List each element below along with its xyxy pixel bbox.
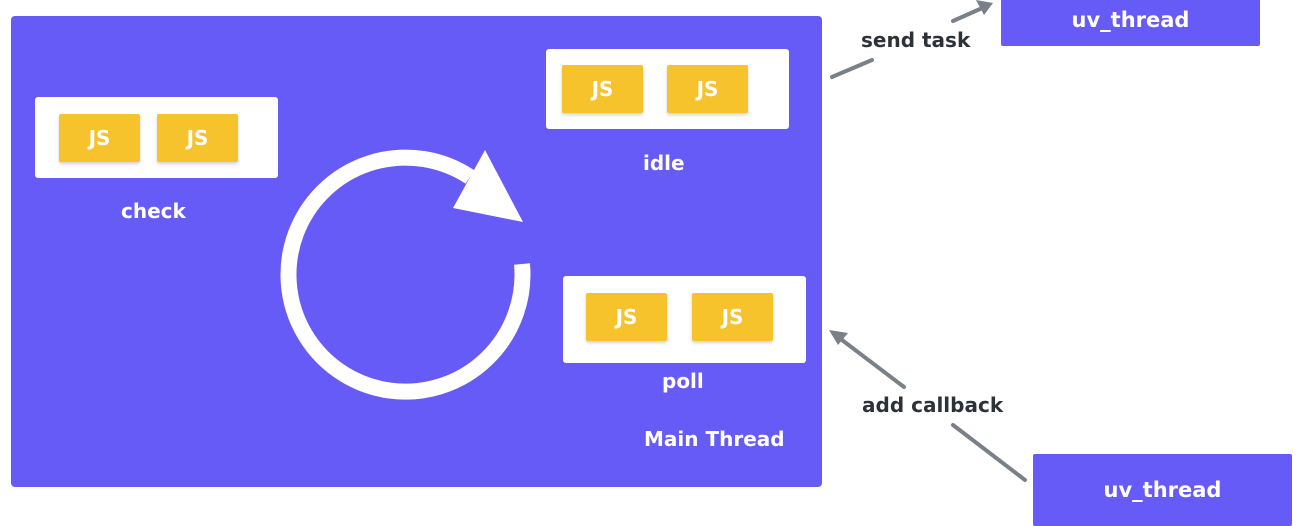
- js-chip: JS: [59, 114, 140, 162]
- main-thread-label: Main Thread: [644, 427, 785, 451]
- add-callback-arrow-lower: [951, 423, 1027, 482]
- send-task-arrow-lower: [830, 58, 874, 79]
- js-chip: JS: [692, 293, 773, 341]
- add-callback-arrow-upper: [840, 338, 906, 389]
- poll-phase-label: poll: [662, 369, 704, 393]
- add-callback-label: add callback: [862, 393, 1004, 417]
- add-callback-arrowhead: [829, 330, 848, 345]
- send-task-arrow-upper: [951, 7, 982, 23]
- check-phase-label: check: [121, 199, 186, 223]
- js-chip: JS: [157, 114, 238, 162]
- check-phase-card: JS JS: [35, 97, 278, 178]
- poll-phase-card: JS JS: [563, 276, 806, 363]
- js-chip: JS: [586, 293, 667, 341]
- idle-phase-card: JS JS: [546, 49, 789, 129]
- js-chip: JS: [667, 65, 748, 113]
- send-task-label: send task: [861, 28, 971, 52]
- send-task-arrowhead: [976, 0, 993, 15]
- js-chip: JS: [562, 65, 643, 113]
- connector-arrows: [829, 0, 1027, 482]
- circular-arrow-icon: [280, 149, 531, 400]
- idle-phase-label: idle: [643, 151, 685, 175]
- uv-thread-box-top: uv_thread: [1001, 0, 1260, 46]
